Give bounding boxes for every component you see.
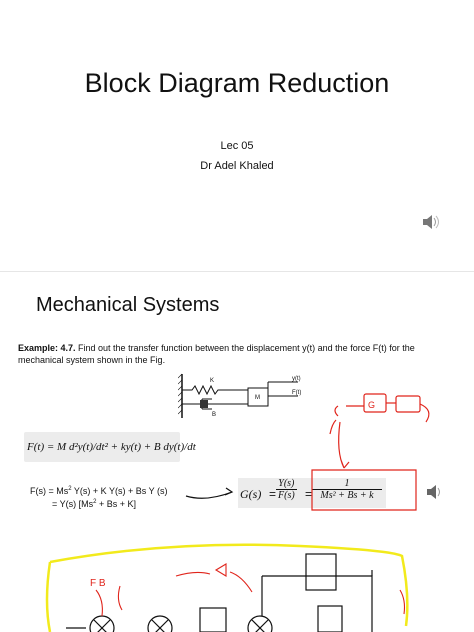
mass-label: M: [255, 395, 260, 401]
laplace-line-1: F(s) = Ms2 Y(s) + K Y(s) + Bs Y (s): [30, 486, 168, 496]
tf-denominator-2: Ms² + Bs + k: [320, 490, 374, 501]
damper-label: B: [212, 412, 216, 418]
tf-numerator-2: 1: [312, 478, 382, 490]
example-body: Find out the transfer function between t…: [18, 343, 415, 365]
mass-spring-damper-figure: K B M y(t) F(t): [178, 373, 301, 418]
example-label: Example: 4.7.: [18, 343, 76, 353]
slide-title: Block Diagram Reduction: [84, 68, 390, 98]
slide-divider: [0, 271, 474, 272]
tf-denominator-1: F(s): [278, 490, 295, 501]
tf-equals-2: =: [305, 487, 313, 501]
speaker-icon[interactable]: [420, 212, 440, 232]
tf-equals-1: =: [269, 487, 277, 501]
example-text: Example: 4.7. Find out the transfer func…: [18, 342, 460, 366]
spring-label: K: [210, 378, 214, 384]
ode-image: [24, 432, 180, 462]
laplace-line-2: = Y(s) [Ms2 + Bs + K]: [52, 499, 136, 509]
title-slide: Block Diagram Reduction Lec 05 Dr Adel K…: [0, 0, 474, 272]
tf-lhs: G(s): [240, 487, 262, 501]
speaker-icon[interactable]: [424, 484, 444, 500]
output-label: y(t): [292, 376, 301, 382]
input-label: F(t): [292, 390, 301, 396]
tf-fraction-1: Y(s) F(s): [276, 478, 297, 501]
tf-fraction-2: 1 Ms² + Bs + k: [312, 478, 382, 501]
tf-numerator-1: Y(s): [276, 478, 297, 490]
slide-heading: Mechanical Systems: [36, 294, 220, 316]
lecture-number: Lec 05: [220, 140, 254, 152]
ode-equation: F(t) = M d²y(t)/dt² + ky(t) + B dy(t)/dt: [27, 441, 196, 453]
author-name: Dr Adel Khaled: [200, 160, 274, 172]
